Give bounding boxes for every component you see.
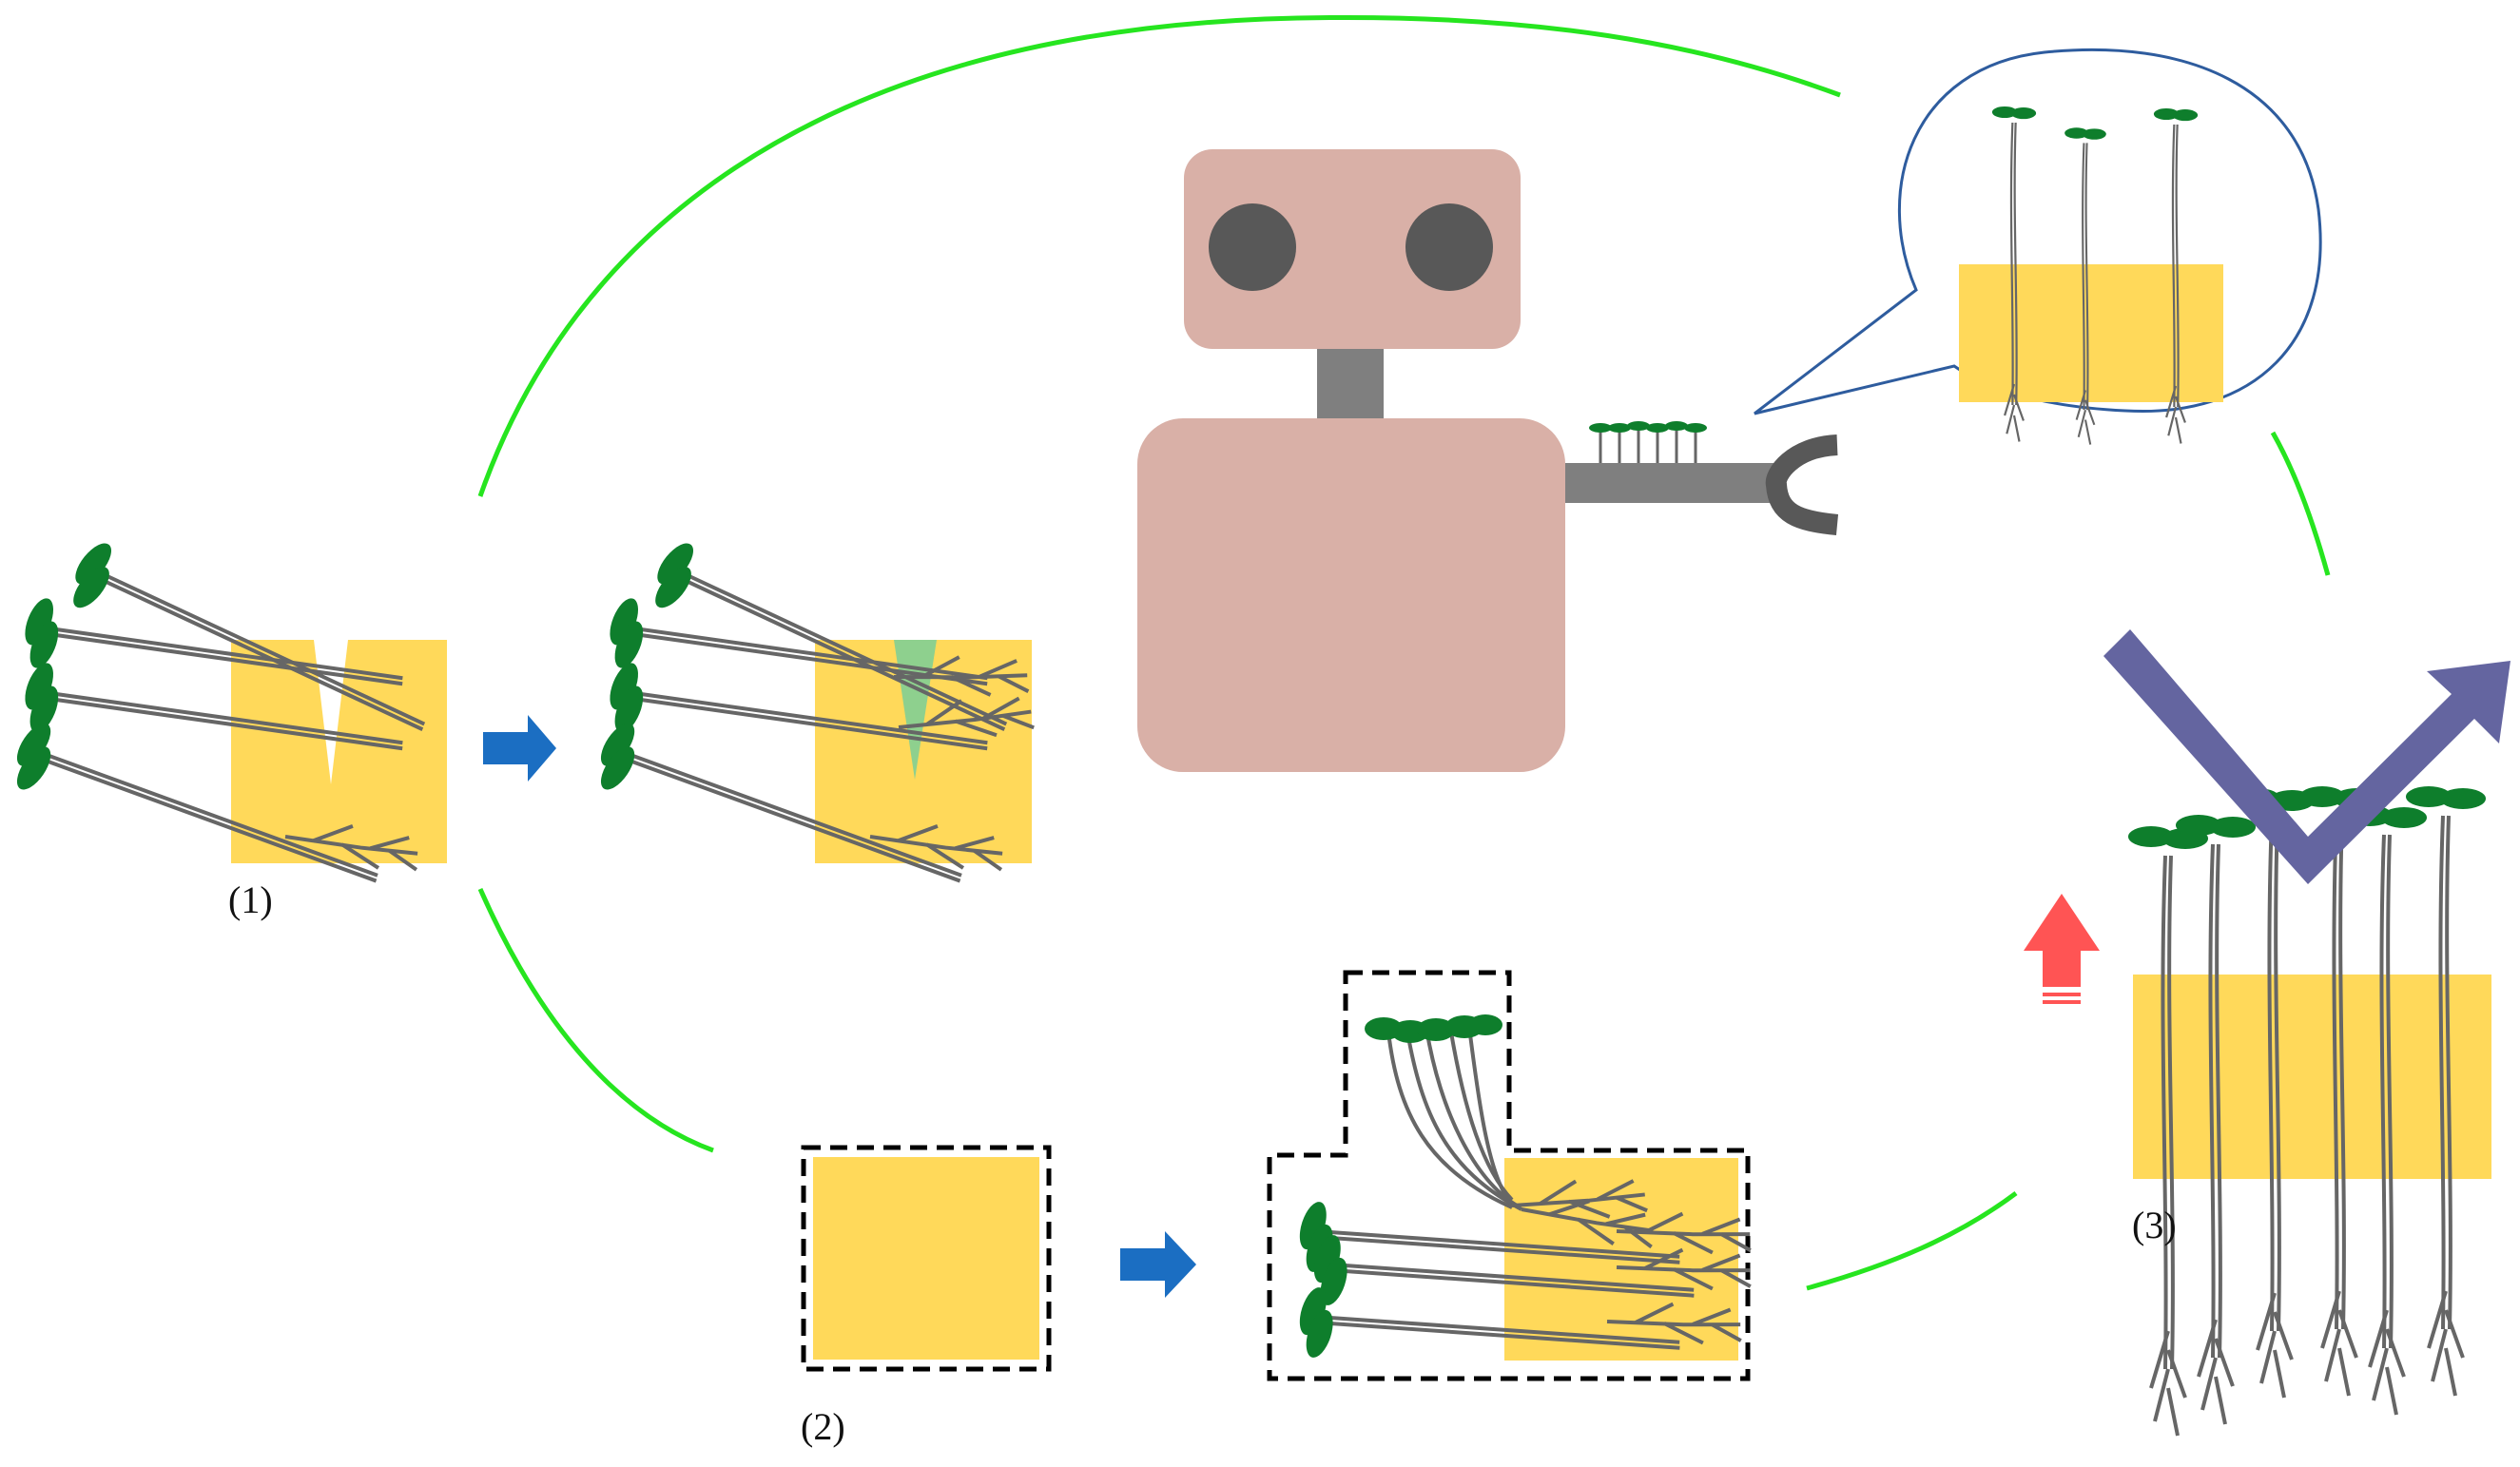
step1-repaired-substrate-group <box>585 530 1037 884</box>
step3-label: (3) <box>2132 1204 2177 1246</box>
hanging-roots <box>1386 1026 1522 1211</box>
robot-head <box>1184 149 1521 349</box>
trend-arrow-icon <box>2103 629 2510 884</box>
growth-arrow-icon <box>2024 894 2100 987</box>
robot-neck <box>1317 349 1384 420</box>
process-arrow-icon <box>483 715 556 782</box>
step2-assembled-group <box>1267 970 1751 1381</box>
cycle-arcs <box>477 14 2331 1291</box>
robot-gripper-icon <box>1765 434 1839 535</box>
cycle-arc-bottom-right <box>1806 1190 2018 1291</box>
seedling <box>18 594 405 685</box>
dashed-frame <box>1267 970 1751 1381</box>
dashed-frame <box>801 1145 1052 1372</box>
step2-empty-substrate-group <box>801 1145 1052 1372</box>
tiny-seedlings-on-arm <box>1599 430 1697 463</box>
robot-arm <box>1565 463 1776 503</box>
step1-label: (1) <box>228 878 273 921</box>
step3-upright-group <box>2103 629 2510 1438</box>
substrate-block <box>2133 975 2491 1179</box>
leaves <box>1365 1014 1502 1043</box>
step1-notched-substrate-group <box>1 530 450 884</box>
cycle-arc-top <box>477 14 1841 497</box>
process-arrow-icon <box>1120 1231 1196 1298</box>
robot-body <box>1137 418 1565 772</box>
substrate-block <box>813 1157 1039 1360</box>
robot-eye-right <box>1405 203 1493 291</box>
substrate-block-notched <box>231 640 447 863</box>
robot-eye-left <box>1209 203 1296 291</box>
substrate-block <box>1959 264 2223 402</box>
cycle-arc-right <box>2270 431 2331 576</box>
zoom-callout <box>1754 48 2322 446</box>
cycle-arc-left-bottom <box>477 887 714 1153</box>
robot <box>1137 149 1839 772</box>
step2-label: (2) <box>801 1405 845 1448</box>
